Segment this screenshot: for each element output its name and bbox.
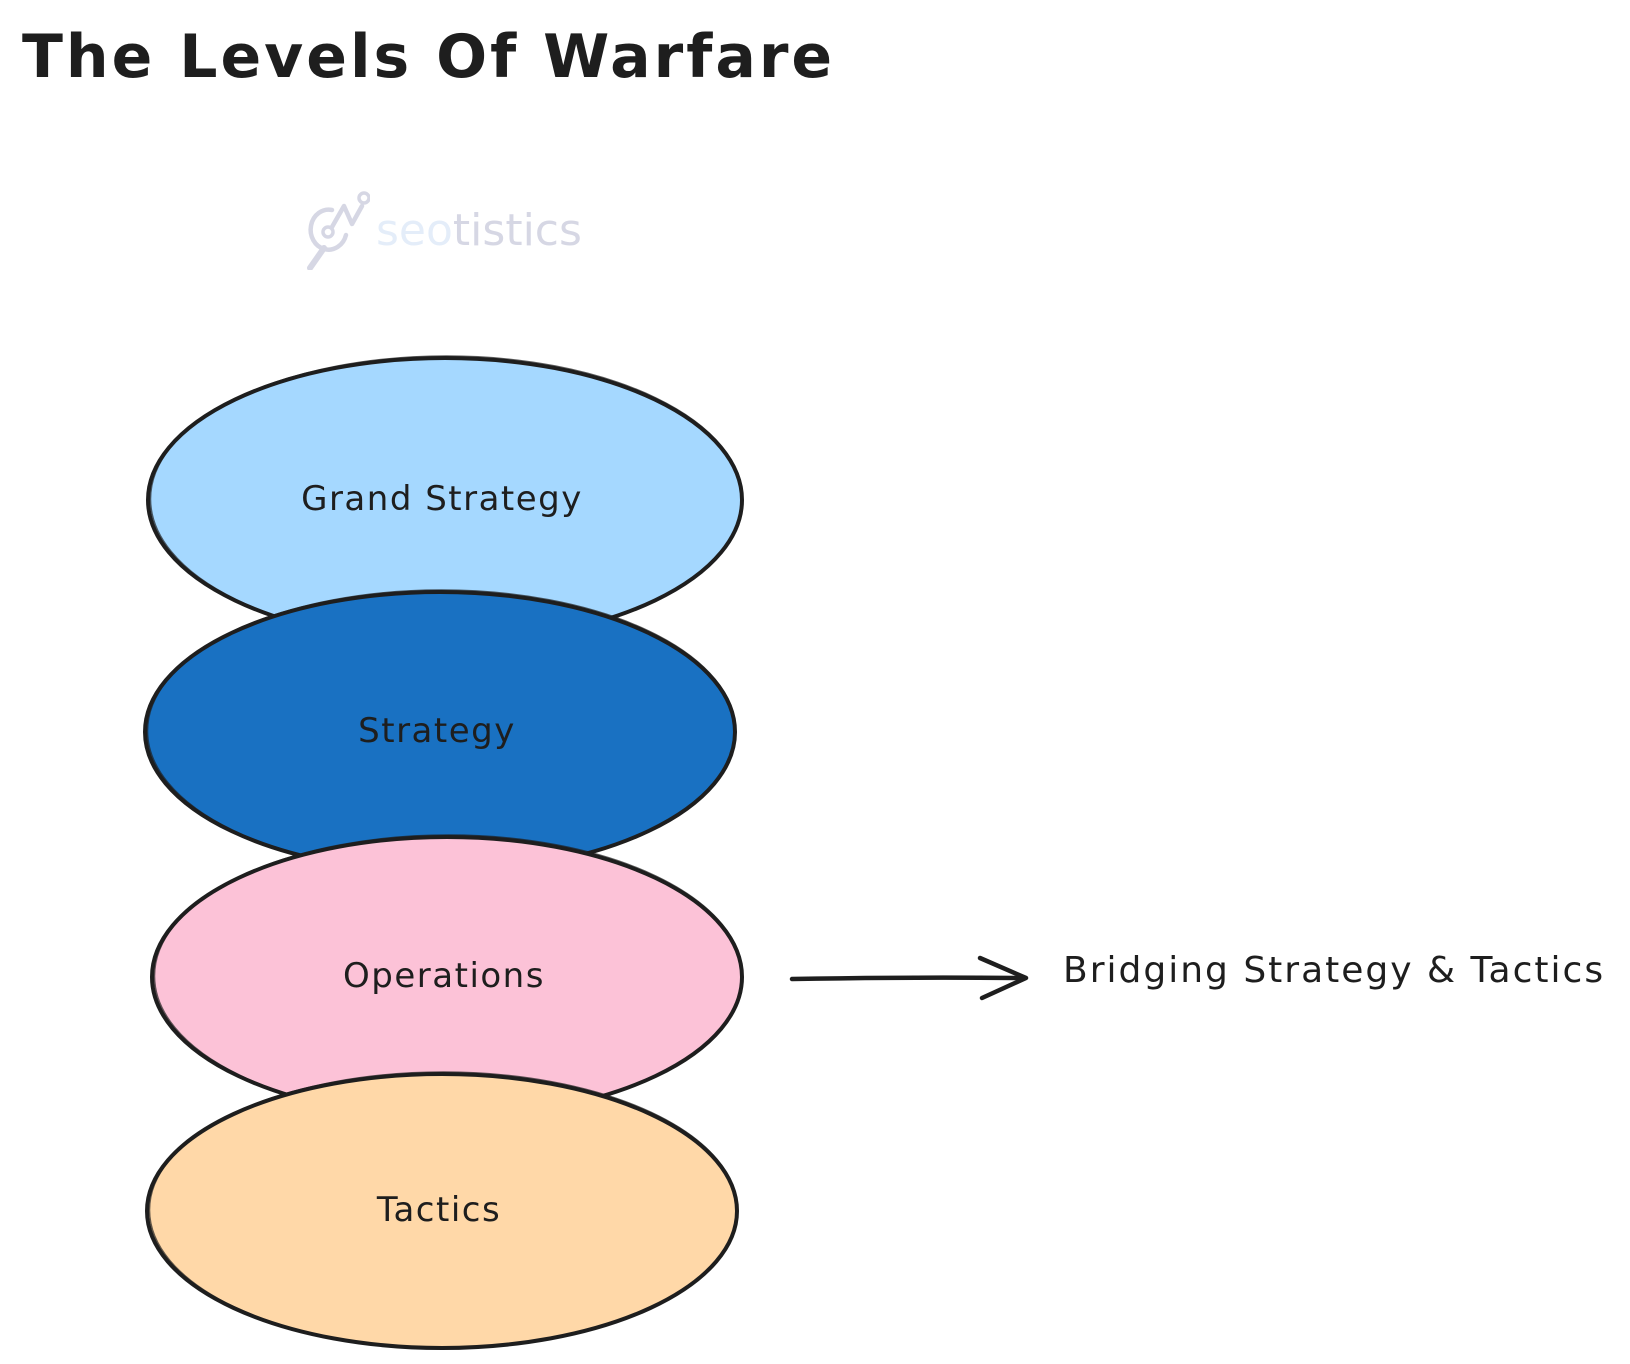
watermark-text: seotistics (376, 205, 582, 256)
magnifier-chart-icon (307, 191, 370, 270)
level-label: Strategy (358, 711, 516, 751)
level-strategy: Strategy (143, 589, 737, 874)
level-label: Tactics (376, 1190, 501, 1230)
operations-annotation-label: Bridging Strategy & Tactics (1063, 950, 1606, 991)
watermark-text-tistics: tistics (452, 204, 582, 256)
watermark-logo: seotistics (300, 190, 582, 270)
diagram-title: The Levels Of Warfare (22, 22, 836, 92)
watermark-text-seo: seo (376, 204, 453, 256)
level-tactics: Tactics (145, 1071, 739, 1350)
level-label: Operations (343, 956, 545, 996)
arrow-right-icon (789, 955, 1029, 1001)
level-ellipse-sketch-stroke (148, 1071, 739, 1349)
level-label: Grand Strategy (301, 479, 583, 519)
